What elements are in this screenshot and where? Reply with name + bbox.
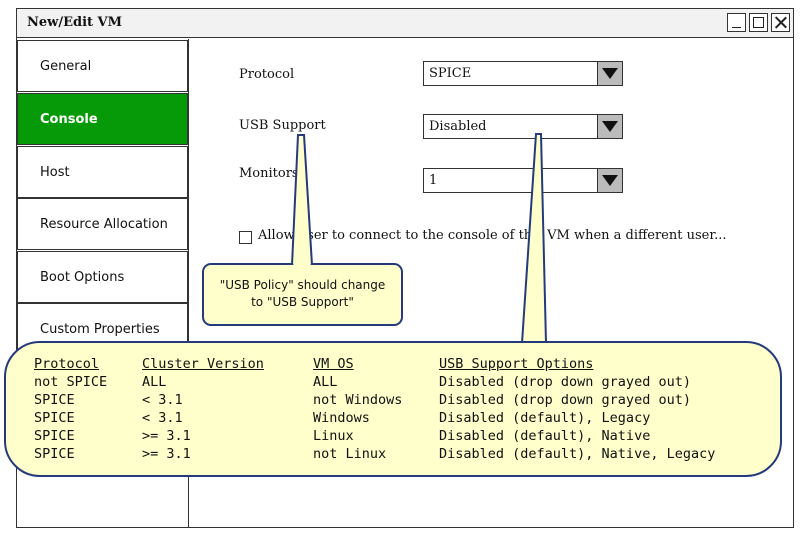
monitors-value: 1 [429, 173, 438, 188]
sidebar: General Console Host Resource Allocation… [17, 39, 189, 527]
table-cell: >= 3.1 [142, 428, 191, 444]
table-cell: Disabled (default), Legacy [439, 410, 651, 426]
sidebar-item-host[interactable]: Host [17, 146, 188, 198]
chevron-down-icon[interactable] [597, 62, 622, 85]
rename-note-line1: "USB Policy" should change [219, 278, 386, 292]
table-cell: Linux [313, 428, 354, 444]
table-cell: < 3.1 [142, 392, 183, 408]
close-icon[interactable] [771, 13, 790, 32]
window-title: New/Edit VM [27, 15, 123, 30]
table-cell: Disabled (drop down grayed out) [439, 392, 691, 408]
table-header: Protocol [34, 356, 100, 372]
sidebar-item-resource-allocation[interactable]: Resource Allocation [17, 198, 188, 250]
table-cell: SPICE [34, 446, 75, 462]
minimize-icon[interactable] [727, 13, 746, 32]
chevron-down-icon[interactable] [597, 115, 622, 138]
rename-note-line2: to "USB Support" [251, 295, 354, 309]
table-header: USB Support Options [439, 356, 594, 372]
sidebar-item-label: Boot Options [40, 270, 125, 285]
table-cell: Disabled (default), Native, Legacy [439, 446, 716, 462]
protocol-value: SPICE [429, 66, 472, 81]
sidebar-item-general[interactable]: General [17, 40, 188, 92]
monitors-label: Monitors [239, 166, 299, 181]
table-header: Cluster Version [142, 356, 264, 372]
usb-support-table-callout: Protocol Cluster Version VM OS USB Suppo… [4, 341, 782, 477]
sidebar-item-label: General [40, 59, 92, 74]
table-cell: SPICE [34, 410, 75, 426]
table-cell: ALL [313, 374, 338, 390]
monitors-select[interactable]: 1 [423, 168, 623, 193]
table-header: VM OS [313, 356, 354, 372]
table-cell: not SPICE [34, 374, 108, 390]
sidebar-item-console[interactable]: Console [17, 93, 188, 145]
table-cell: < 3.1 [142, 410, 183, 426]
sidebar-item-label: Console [40, 112, 98, 127]
table-cell: not Windows [313, 392, 403, 408]
maximize-icon[interactable] [749, 13, 768, 32]
sidebar-item-label: Resource Allocation [40, 217, 168, 232]
sidebar-item-boot-options[interactable]: Boot Options [17, 251, 188, 303]
table-cell: not Linux [313, 446, 387, 462]
table-cell: ALL [142, 374, 167, 390]
table-cell: Disabled (drop down grayed out) [439, 374, 691, 390]
title-bar[interactable]: New/Edit VM [17, 9, 793, 38]
sidebar-item-label: Custom Properties [40, 322, 160, 337]
table-cell: Windows [313, 410, 370, 426]
allow-console-checkbox[interactable] [239, 231, 252, 244]
usb-support-label: USB Support [239, 118, 326, 133]
table-cell: SPICE [34, 392, 75, 408]
table-cell: >= 3.1 [142, 446, 191, 462]
protocol-label: Protocol [239, 67, 295, 82]
table-cell: SPICE [34, 428, 75, 444]
usb-support-value: Disabled [429, 119, 487, 134]
table-cell: Disabled (default), Native [439, 428, 651, 444]
allow-console-label: Allow user to connect to the console of … [258, 228, 727, 243]
usb-support-select[interactable]: Disabled [423, 114, 623, 139]
rename-note-callout: "USB Policy" should change to "USB Suppo… [202, 263, 403, 326]
protocol-select[interactable]: SPICE [423, 61, 623, 86]
chevron-down-icon[interactable] [597, 169, 622, 192]
sidebar-item-label: Host [40, 165, 70, 180]
